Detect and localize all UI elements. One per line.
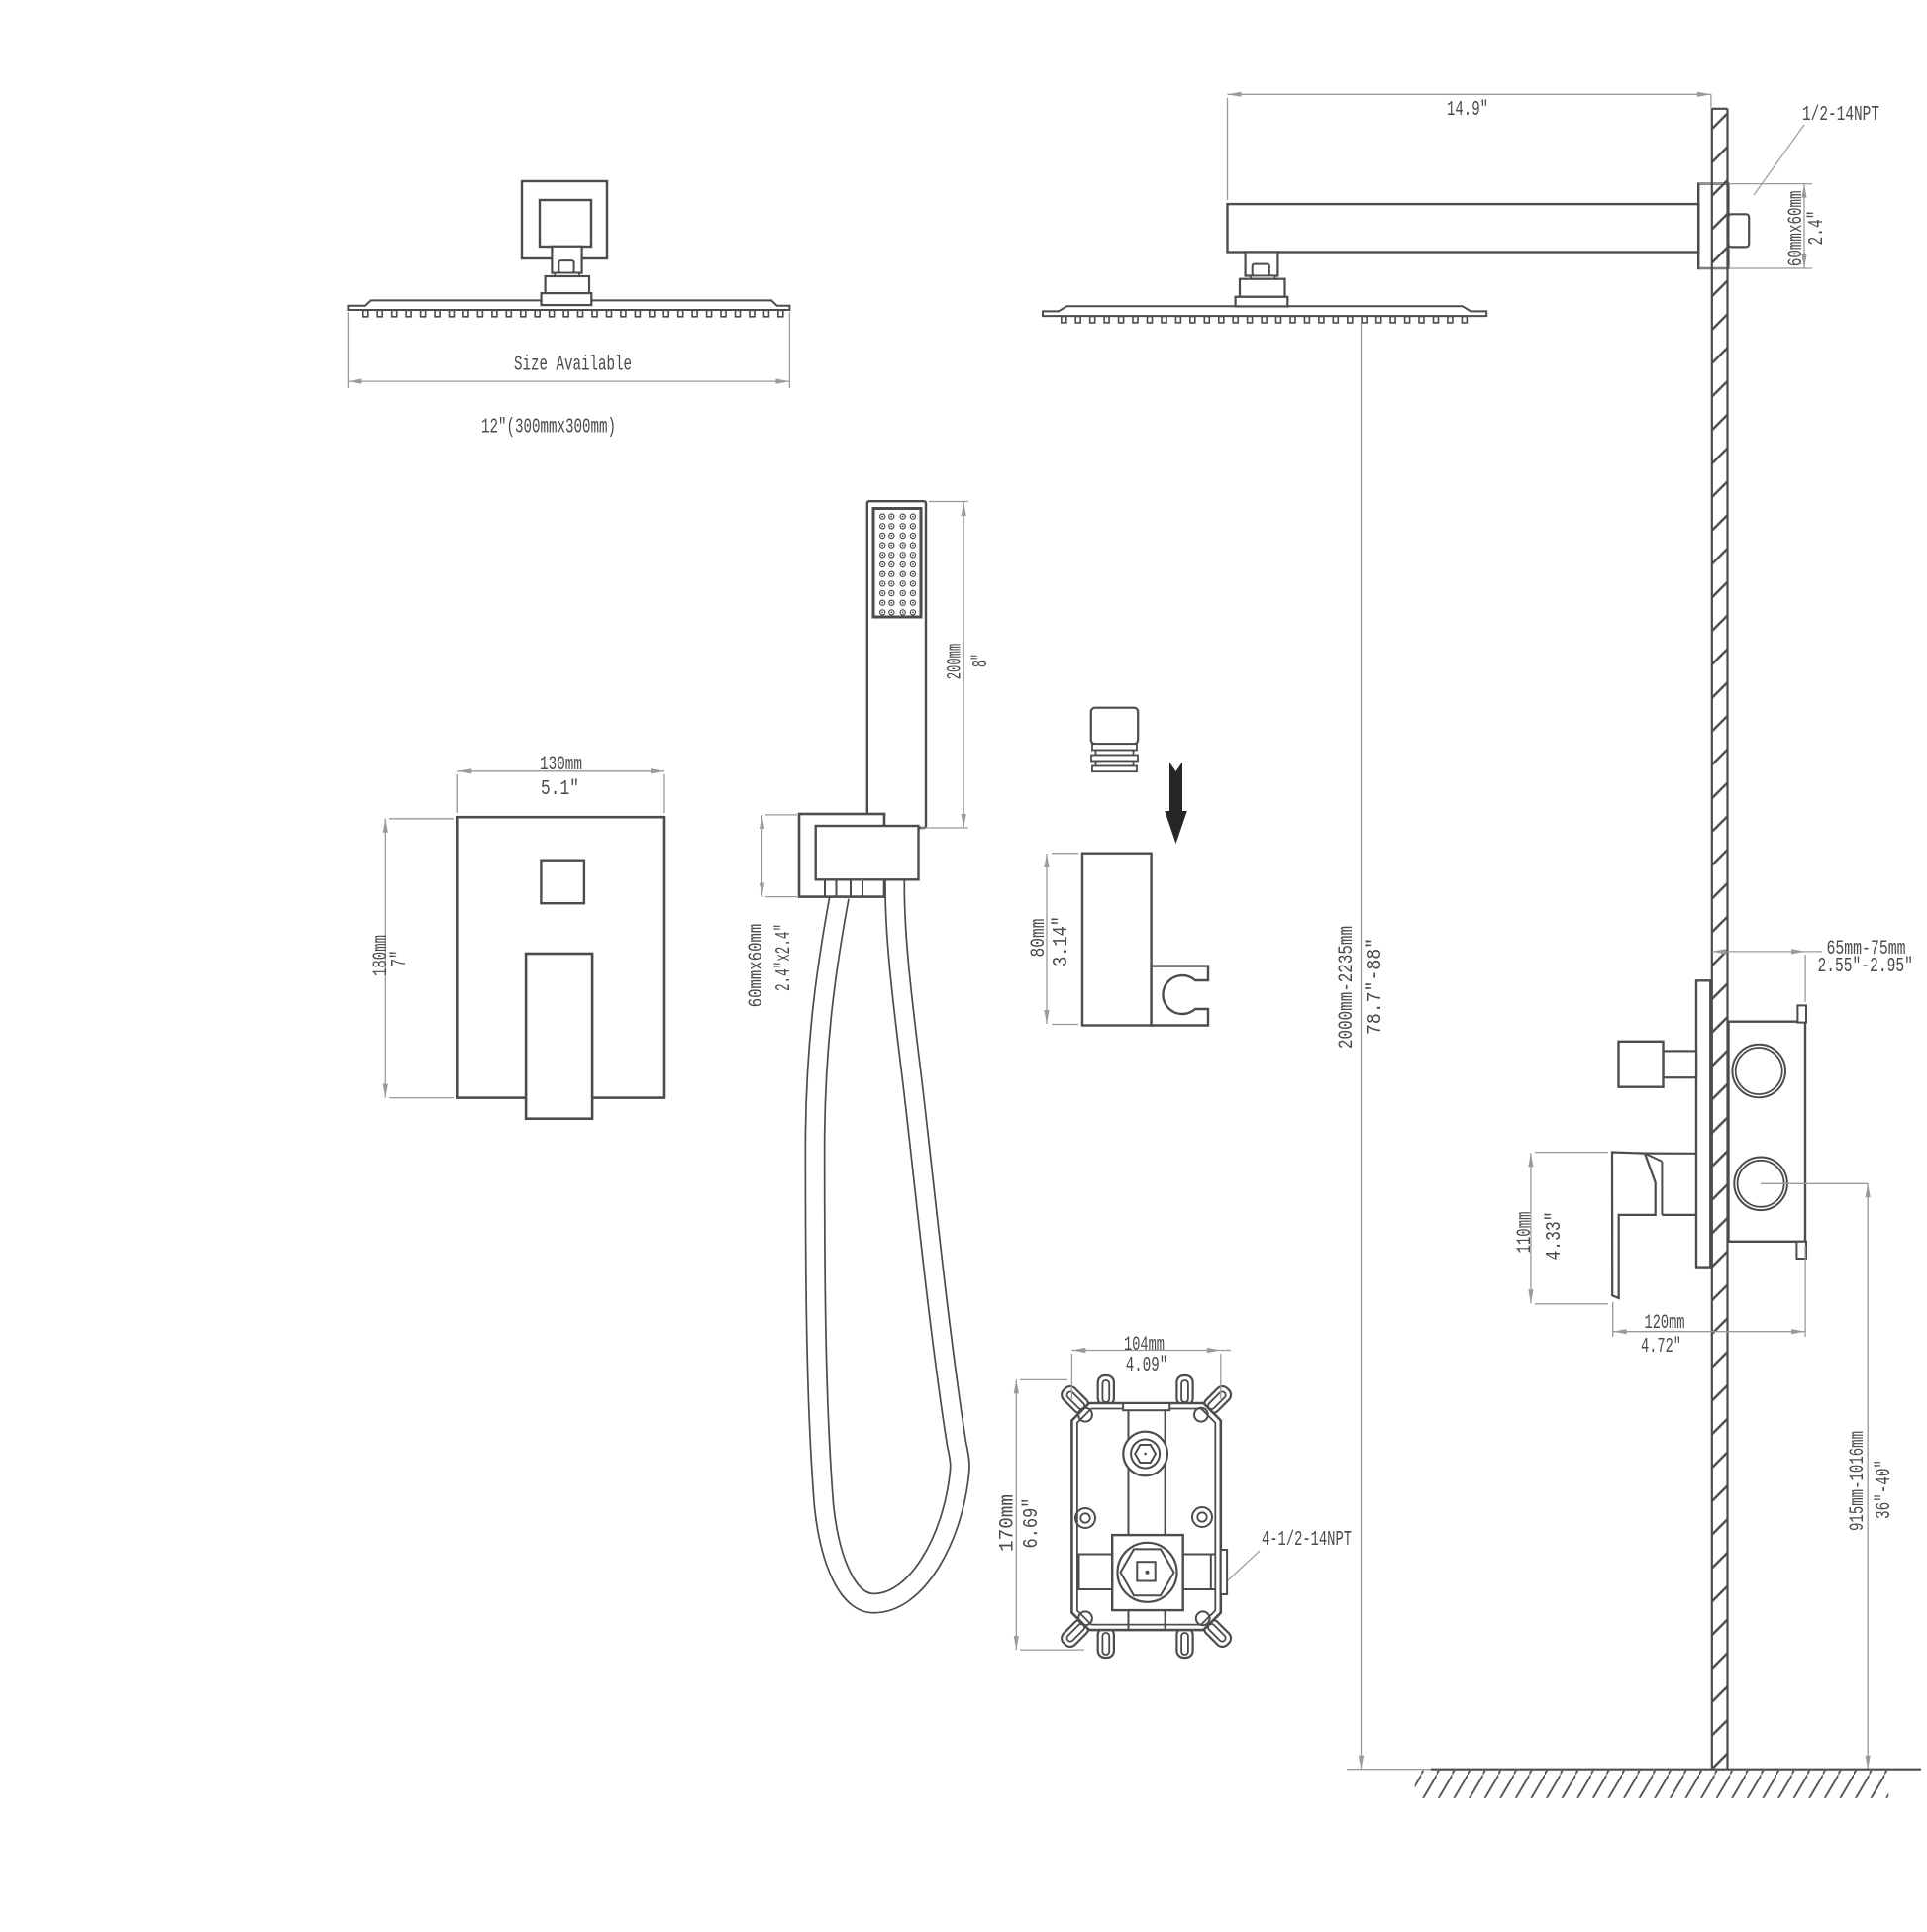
svg-text:4-1/2-14NPT: 4-1/2-14NPT	[1262, 1529, 1352, 1552]
svg-text:78.7″-88″: 78.7″-88″	[1365, 938, 1387, 1035]
svg-text:36″-40″: 36″-40″	[1874, 1460, 1896, 1519]
svg-text:14.9″: 14.9″	[1447, 99, 1488, 122]
svg-text:104mm: 104mm	[1124, 1334, 1165, 1357]
svg-text:1/2-14NPT: 1/2-14NPT	[1802, 104, 1879, 127]
svg-text:4.33″: 4.33″	[1544, 1212, 1567, 1261]
svg-text:130mm: 130mm	[540, 754, 582, 776]
svg-text:60mmx60mm: 60mmx60mm	[1785, 191, 1808, 267]
svg-text:3.14″: 3.14″	[1051, 916, 1073, 966]
svg-text:120mm: 120mm	[1645, 1312, 1685, 1335]
svg-text:2000mm-2235mm: 2000mm-2235mm	[1336, 926, 1359, 1049]
svg-text:Size Available: Size Available	[514, 355, 632, 377]
svg-text:200mm: 200mm	[945, 644, 967, 680]
svg-text:2.4″: 2.4″	[1806, 211, 1829, 246]
svg-text:7″: 7″	[389, 951, 412, 967]
svg-text:8″: 8″	[970, 654, 993, 667]
svg-text:2.4″x2.4″: 2.4″x2.4″	[773, 924, 796, 991]
svg-text:80mm: 80mm	[1028, 919, 1051, 958]
svg-text:2.55″-2.95″: 2.55″-2.95″	[1817, 956, 1913, 978]
svg-text:4.72″: 4.72″	[1641, 1336, 1681, 1359]
svg-text:170mm: 170mm	[997, 1494, 1020, 1552]
svg-text:60mmx60mm: 60mmx60mm	[746, 924, 768, 1008]
svg-text:915mm-1016mm: 915mm-1016mm	[1847, 1431, 1870, 1531]
svg-text:110mm: 110mm	[1514, 1212, 1537, 1254]
svg-text:4.09″: 4.09″	[1126, 1355, 1168, 1377]
svg-text:5.1″: 5.1″	[541, 778, 579, 801]
svg-text:12″(300mmx300mm): 12″(300mmx300mm)	[481, 417, 616, 440]
svg-text:6.69″: 6.69″	[1021, 1498, 1044, 1549]
